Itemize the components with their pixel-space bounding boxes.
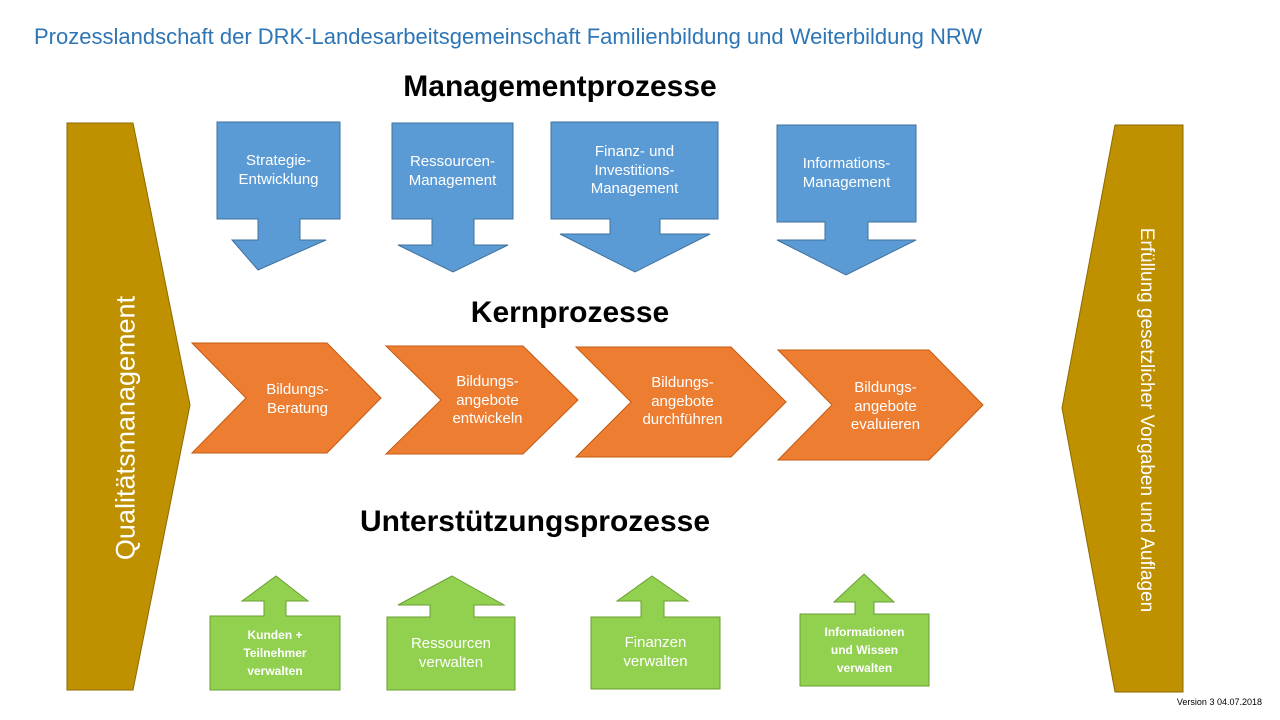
side-label-qualitaet: Qualitätsmanagement xyxy=(110,295,141,561)
core-chevron-evaluieren xyxy=(776,349,984,461)
core-label-entwickeln: Bildungs- angebote entwickeln xyxy=(452,372,523,428)
heading-kern: Kernprozesse xyxy=(470,296,670,329)
core-chevron-beratung xyxy=(190,342,382,454)
support-label-ressourcen: Ressourcen verwalten xyxy=(410,634,492,671)
side-arrow-qualitaet xyxy=(66,122,191,691)
core-chevron-durchfuehren xyxy=(574,346,787,458)
support-label-kunden: Kunden + Teilnehmer verwalten xyxy=(243,628,307,678)
version-label: Version 3 04.07.2018 xyxy=(1176,697,1262,707)
side-label-gesetz: Erfüllung gesetzlicher Vorgaben und Aufl… xyxy=(1136,227,1157,613)
mgmt-label-finanz: Finanz- und Investitions- Management xyxy=(590,142,679,198)
support-callout-informationen xyxy=(799,573,930,687)
heading-management: Managementprozesse xyxy=(403,70,717,103)
heading-unterstuetzung: Unterstützungsprozesse xyxy=(359,505,711,538)
side-arrow-gesetz xyxy=(1061,124,1184,693)
core-label-evaluieren: Bildungs- angebote evaluieren xyxy=(850,378,921,434)
support-label-informationen: Informationen und Wissen verwalten xyxy=(824,625,905,675)
mgmt-callout-ressourcen xyxy=(391,122,514,273)
support-label-finanzen: Finanzen verwalten xyxy=(623,634,688,670)
mgmt-label-strategie: Strategie- Entwicklung xyxy=(238,152,319,188)
core-label-beratung: Bildungs- Beratung xyxy=(266,381,329,417)
mgmt-label-information: Informations- Management xyxy=(802,154,891,191)
support-callout-ressourcen xyxy=(386,575,516,691)
core-label-durchfuehren: Bildungs- angebote durchführen xyxy=(642,373,723,429)
mgmt-callout-strategie xyxy=(216,121,341,271)
support-callout-kunden xyxy=(209,575,341,691)
mgmt-callout-information xyxy=(776,124,917,276)
mgmt-callout-finanz xyxy=(550,121,719,273)
mgmt-label-ressourcen: Ressourcen- Management xyxy=(408,152,497,189)
support-callout-finanzen xyxy=(590,575,721,690)
core-chevron-entwickeln xyxy=(384,345,579,455)
page-title: Prozesslandschaft der DRK-Landesarbeitsg… xyxy=(34,24,983,49)
